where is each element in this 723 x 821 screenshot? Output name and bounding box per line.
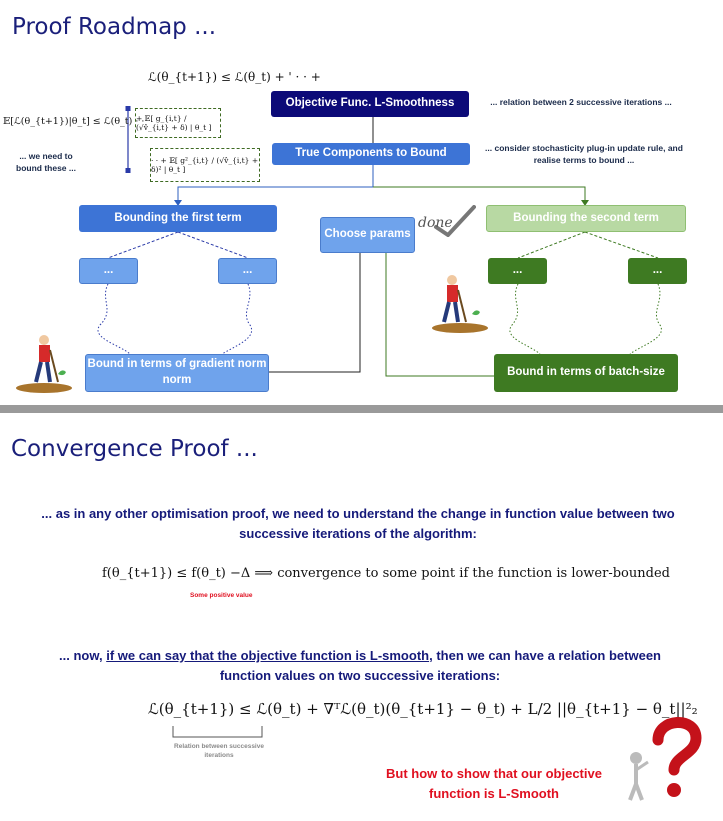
l-smooth-formula: ℒ(θ_{t+1}) ≤ ℒ(θ_t) + ∇ᵀℒ(θ_t)(θ_{t+1} −… (148, 700, 698, 718)
convergence-formula: f(θ_{t+1}) ≤ f(θ_t) −Δ ⟹ convergence to … (102, 566, 670, 581)
true-components-label: True Components to Bound (295, 147, 447, 160)
bound-note: ... we need to bound these ... (16, 151, 76, 174)
second-term-box[interactable]: Bounding the second term (486, 205, 686, 232)
smoothness-suffix: , then we can have a relation between fu… (219, 648, 661, 684)
roadmap-connectors (97, 106, 662, 377)
second-term-leaf-right[interactable]: ... (628, 258, 687, 284)
smoothness-link[interactable]: if we can say that the objective functio… (106, 648, 430, 663)
bound-gradient-norm-label: Bound in terms of gradient norm norm (87, 358, 267, 386)
question-mark-icon (622, 710, 702, 805)
bound-gradient-norm-box[interactable]: Bound in terms of gradient norm norm (85, 354, 269, 392)
objective-l-smoothness-box[interactable]: Objective Func. L-Smoothness (271, 91, 469, 117)
true-components-note: ... consider stochasticity plug-in updat… (485, 143, 683, 166)
second-term-leaf-left[interactable]: ... (488, 258, 547, 284)
first-term-label: Bounding the first term (114, 211, 242, 224)
positive-value-label: Some positive value (190, 592, 253, 599)
leaf-label: ... (512, 264, 523, 277)
relation-label: Relation between successive iterations (174, 743, 264, 760)
expectation-formula: 𝔼[ℒ(θ_{t+1})|θ_t] ≤ ℒ(θ_t) · · (3, 116, 145, 127)
second-term-formula: · · + 𝔼[ g²_{i,t} / (√v̂_{i,t} + δ)² | θ… (150, 148, 260, 182)
first-term-leaf-left[interactable]: ... (79, 258, 138, 284)
first-term-box[interactable]: Bounding the first term (79, 205, 277, 232)
second-term-label: Bounding the second term (513, 211, 659, 224)
digging-person-icon (430, 272, 490, 334)
section-divider (0, 405, 723, 413)
bound-batch-size-label: Bound in terms of batch-size (507, 366, 665, 379)
choose-params-box[interactable]: Choose params (320, 217, 415, 253)
bound-batch-size-box[interactable]: Bound in terms of batch-size (494, 354, 678, 392)
objective-l-smoothness-label: Objective Func. L-Smoothness (285, 97, 455, 110)
roadmap-title: Proof Roadmap ... (12, 14, 217, 40)
convergence-title: Convergence Proof ... (11, 436, 258, 462)
first-term-leaf-right[interactable]: ... (218, 258, 277, 284)
smoothness-text: ... now, if we can say that the objectiv… (35, 646, 685, 686)
first-term-formula: + 𝔼[ g_{i,t} / (√v̂_{i,t} + δ) | θ_t ] (135, 108, 221, 138)
leaf-label: ... (652, 264, 663, 277)
intro-text: ... as in any other optimisation proof, … (41, 506, 675, 542)
leaf-label: ... (103, 264, 114, 277)
top-formula: ℒ(θ_{t+1}) ≤ ℒ(θ_t) + ' · · + (148, 70, 321, 84)
objective-note: ... relation between 2 successive iterat… (490, 97, 672, 107)
true-components-box[interactable]: True Components to Bound (272, 143, 470, 165)
digging-person-icon (14, 332, 74, 394)
leaf-label: ... (242, 264, 253, 277)
smoothness-prefix: ... now, (59, 648, 103, 663)
done-label: done (418, 215, 453, 231)
choose-params-label: Choose params (324, 228, 411, 241)
question-text: But how to show that our objective funct… (386, 766, 602, 802)
done-checkmark-icon: done (418, 205, 476, 237)
